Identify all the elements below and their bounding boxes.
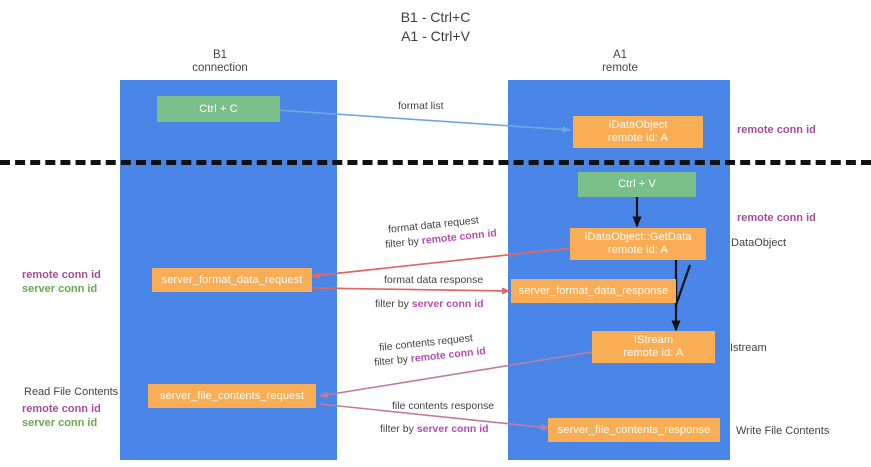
filter-prefix: filter by bbox=[373, 353, 412, 369]
node-server-format-data-response[interactable]: server_format_data_response bbox=[511, 279, 676, 303]
arrow-file-contents-request bbox=[319, 351, 593, 399]
line-response-to-getdata bbox=[674, 264, 692, 306]
annotation-right-mid-remote-conn-id: remote conn id bbox=[737, 212, 816, 224]
lane-header-a1: A1 remote bbox=[602, 49, 638, 74]
node-server-format-data-request[interactable]: server_format_data_request bbox=[152, 268, 312, 292]
annotation-dataobject: DataObject bbox=[731, 237, 787, 249]
edge-label-format-data-response: format data response bbox=[384, 274, 484, 286]
filter-value: server conn id bbox=[411, 298, 484, 310]
annotation-write-file-contents: Write File Contents bbox=[736, 425, 830, 437]
edge-label-file-contents-response: file contents response bbox=[392, 400, 495, 412]
phase-divider bbox=[0, 160, 871, 165]
filter-value: server conn id bbox=[416, 423, 489, 435]
arrow-format-list bbox=[275, 109, 571, 133]
edge-label-format-data-response-filter: filter by server conn id bbox=[375, 298, 484, 311]
annotation-left-bottom-server-conn-id: server conn id bbox=[22, 417, 98, 429]
lane-header-b1: B1 connection bbox=[192, 49, 248, 74]
node-server-file-contents-request[interactable]: server_file_contents_request bbox=[148, 384, 316, 408]
filter-prefix: filter by bbox=[375, 298, 412, 310]
arrow-format-data-request bbox=[311, 247, 573, 279]
node-server-file-contents-response[interactable]: server_file_contents_response bbox=[548, 418, 720, 442]
page-title: B1 - Ctrl+C A1 - Ctrl+V bbox=[400, 9, 471, 44]
filter-prefix: filter by bbox=[380, 423, 417, 435]
arrow-format-data-response bbox=[311, 287, 511, 295]
annotation-right-top-remote-conn-id: remote conn id bbox=[737, 124, 816, 136]
filter-prefix: filter by bbox=[384, 235, 423, 251]
node-ctrl-v[interactable]: Ctrl + V bbox=[578, 172, 696, 197]
annotation-left-bottom-remote-conn-id: remote conn id bbox=[22, 403, 101, 415]
edge-label-format-list: format list bbox=[398, 100, 444, 112]
node-idataobject[interactable]: IDataObject remote id: A bbox=[573, 116, 703, 148]
annotation-read-file-contents: Read File Contents bbox=[24, 386, 119, 398]
annotation-left-remote-conn-id: remote conn id bbox=[22, 269, 101, 281]
node-istream[interactable]: IStream remote id: A bbox=[592, 331, 715, 363]
annotation-left-server-conn-id: server conn id bbox=[22, 283, 98, 295]
edge-label-file-contents-response-filter: filter by server conn id bbox=[380, 423, 489, 436]
arrow-file-contents-response bbox=[319, 403, 550, 431]
annotation-istream: Istream bbox=[730, 342, 767, 354]
node-ctrl-c[interactable]: Ctrl + C bbox=[157, 96, 280, 122]
node-idataobject-getdata[interactable]: IDataObject::GetData remote id: A bbox=[570, 228, 706, 260]
